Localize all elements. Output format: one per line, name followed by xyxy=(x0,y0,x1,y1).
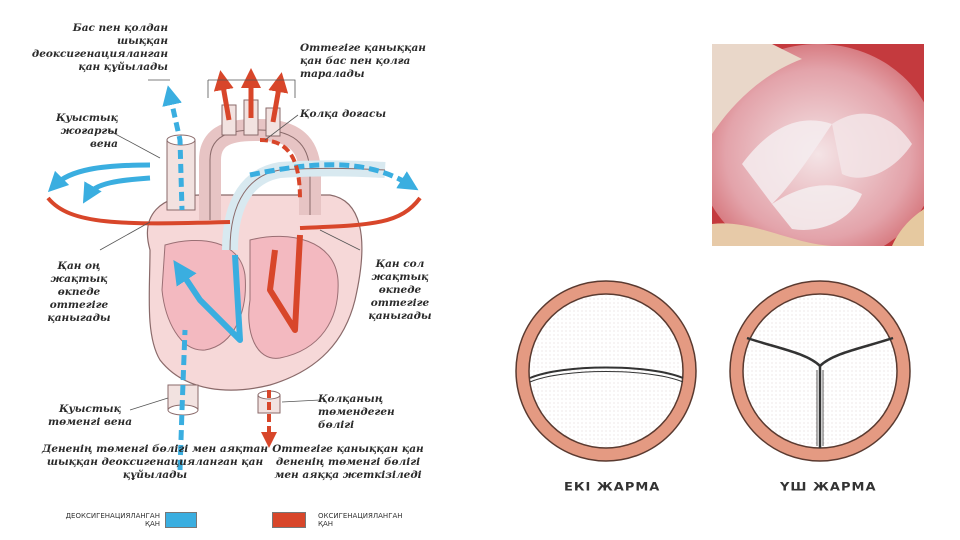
legend-deoxy-swatch xyxy=(165,512,197,528)
legend-oxy-swatch xyxy=(272,512,306,528)
label-aortic-arch: Қолқа доғасы xyxy=(300,108,440,121)
flow-lung-left-blue xyxy=(55,165,150,185)
tricuspid-valve xyxy=(727,278,913,464)
bicuspid-caption: ЕКІ ЖАРМА xyxy=(564,481,660,495)
flow-pulm-blue-left xyxy=(88,178,150,195)
tricuspid-caption: ҮШ ЖАРМА xyxy=(780,481,877,495)
bicuspid-valve xyxy=(513,278,699,464)
valve-photo xyxy=(712,44,924,246)
